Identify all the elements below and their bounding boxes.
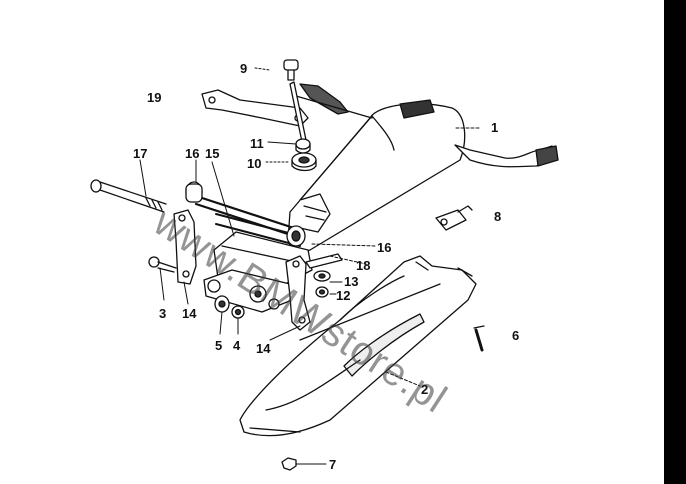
screw-6 [473, 325, 485, 352]
callout-17: 17 [133, 146, 148, 161]
callout-5: 5 [215, 338, 223, 353]
washer-5 [214, 295, 230, 313]
callout-4: 4 [233, 338, 241, 353]
pivot-shaft [185, 181, 306, 247]
adjuster-mechanism [203, 193, 331, 313]
link-14-left [173, 209, 197, 285]
long-bolt-17 [90, 179, 167, 213]
callout-19: 19 [147, 90, 162, 105]
screw-3 [148, 256, 177, 273]
callout-16-top: 16 [185, 146, 200, 161]
callout-14-right: 14 [256, 341, 271, 356]
callout-13: 13 [344, 274, 359, 289]
callout-10: 10 [247, 156, 262, 171]
clip-18 [305, 253, 343, 269]
callout-14-left: 14 [182, 306, 197, 321]
callout-18: 18 [356, 258, 371, 273]
callout-11: 11 [250, 136, 264, 151]
nut-12 [315, 286, 329, 298]
callout-12: 12 [336, 288, 351, 303]
nut-7 [281, 457, 297, 471]
bolt-9 [283, 59, 307, 143]
leader-lines [139, 67, 481, 465]
fitting-8 [435, 205, 473, 231]
nut-4 [231, 305, 245, 319]
right-edge-bar [664, 0, 686, 484]
upper-stalk [295, 83, 373, 119]
lower-trim-cover [239, 255, 477, 437]
callout-3: 3 [159, 306, 167, 321]
callout-9: 9 [240, 61, 248, 76]
steering-column-tube [287, 99, 559, 253]
washer-13 [313, 270, 331, 282]
callout-15: 15 [205, 146, 220, 161]
bushing-10 [291, 152, 317, 172]
callout-6: 6 [512, 328, 520, 343]
callout-7: 7 [329, 457, 337, 472]
callout-1: 1 [491, 120, 499, 135]
link-14-right [285, 255, 311, 331]
callout-2: 2 [421, 382, 429, 397]
callout-16-right: 16 [377, 240, 392, 255]
sleeve-11 [295, 138, 311, 154]
callout-8: 8 [494, 209, 502, 224]
